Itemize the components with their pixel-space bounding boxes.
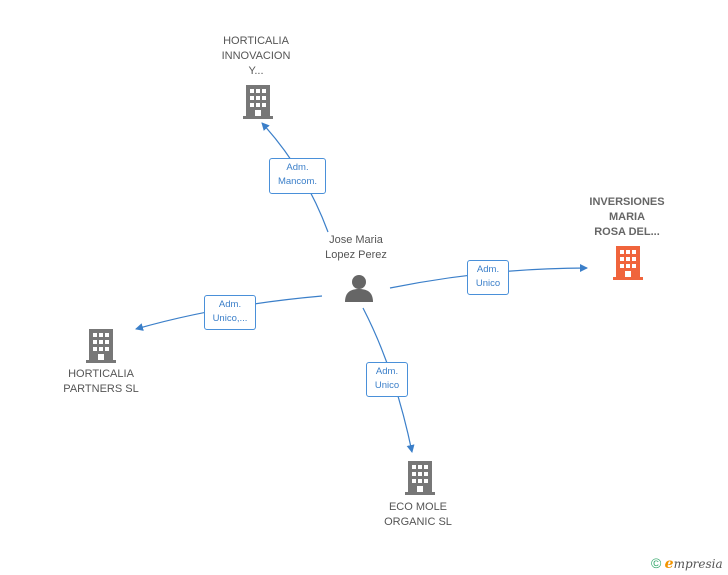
relation-label-horticalia-innovacion[interactable]: Adm. Mancom. xyxy=(269,158,326,194)
copyright-icon: © xyxy=(651,555,662,571)
relation-label-horticalia-partners[interactable]: Adm. Unico,... xyxy=(204,295,256,330)
relation-label-eco-mole[interactable]: Adm. Unico xyxy=(366,362,408,397)
building-icon[interactable] xyxy=(242,84,274,120)
company-name-inversiones-maria[interactable]: INVERSIONES MARIA ROSA DEL... xyxy=(589,196,665,238)
relation-label-inversiones-maria[interactable]: Adm. Unico xyxy=(467,260,509,295)
company-name-eco-mole[interactable]: ECO MOLE ORGANIC SL xyxy=(384,501,452,528)
building-icon[interactable] xyxy=(85,328,117,364)
brand-logo[interactable]: © empresia xyxy=(651,555,723,572)
company-name-horticalia-partners[interactable]: HORTICALIA PARTNERS SL xyxy=(63,368,139,395)
building-icon[interactable] xyxy=(612,245,644,281)
person-name[interactable]: Jose Maria Lopez Perez xyxy=(325,234,387,261)
person-icon[interactable] xyxy=(343,272,375,304)
brand-name: mpresia xyxy=(673,557,723,571)
company-name-horticalia-innovacion[interactable]: HORTICALIA INNOVACION Y... xyxy=(221,35,291,77)
brand-initial: e xyxy=(664,556,674,572)
building-icon[interactable] xyxy=(404,460,436,496)
